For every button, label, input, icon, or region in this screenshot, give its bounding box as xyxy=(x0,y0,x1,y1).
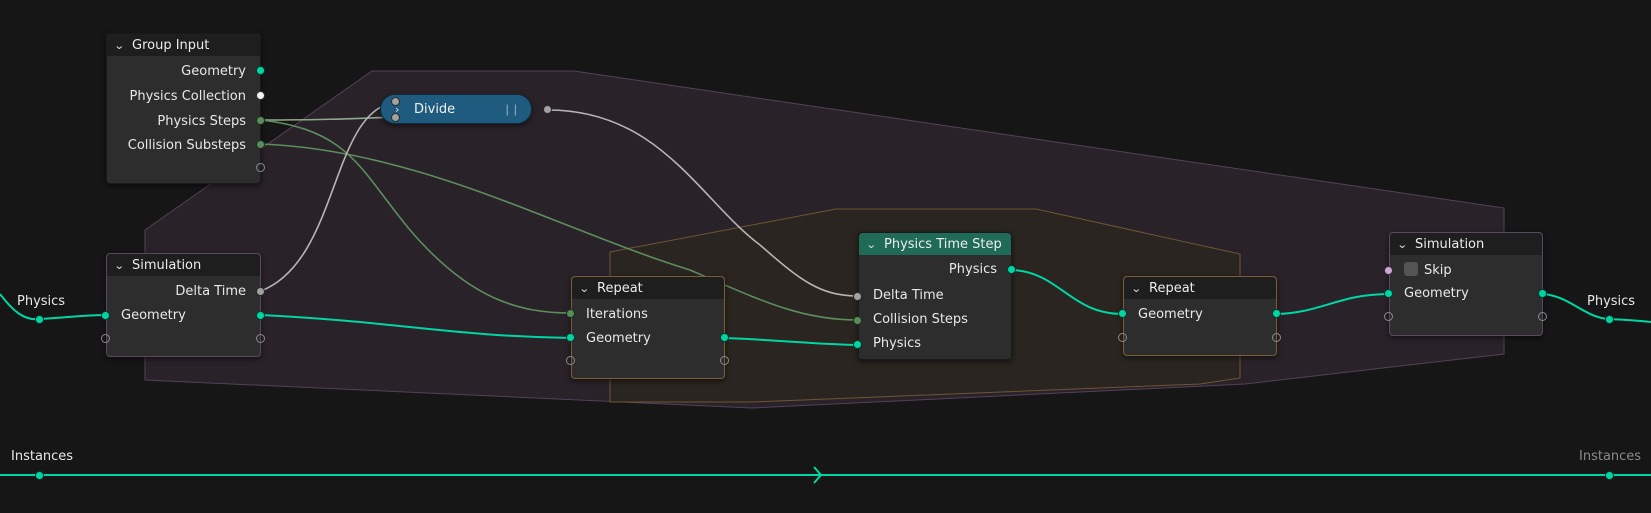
physics-output-label: Physics xyxy=(948,262,997,277)
pts-physics-input-socket[interactable] xyxy=(853,340,862,349)
link-geometry-repeat-sim xyxy=(1276,293,1390,315)
repeat-in-extend-input-socket[interactable] xyxy=(566,356,575,365)
physics-time-step-header[interactable]: ⌄ Physics Time Step xyxy=(859,233,1011,255)
group-input-collection-socket[interactable] xyxy=(256,91,265,100)
repeat-input-node[interactable]: ⌄ Repeat Iterations Geometry xyxy=(571,276,725,379)
chevron-down-icon[interactable]: ⌄ xyxy=(1130,281,1142,295)
physics-input-label: Physics xyxy=(873,336,922,351)
reroute-instances-right-label: Instances xyxy=(1579,449,1642,464)
repeat-input-title: Repeat xyxy=(597,280,643,296)
sim-out-extend-input-socket[interactable] xyxy=(1384,312,1393,321)
output-physics-steps-label: Physics Steps xyxy=(157,114,246,129)
simulation-output-header[interactable]: ⌄ Simulation xyxy=(1390,233,1542,255)
sim-out-extend-output-socket[interactable] xyxy=(1538,312,1547,321)
chevron-down-icon[interactable]: ⌄ xyxy=(1396,237,1408,251)
repeat-out-extend-output-socket[interactable] xyxy=(1272,333,1281,342)
repeat-input-header[interactable]: ⌄ Repeat xyxy=(572,277,724,299)
repeat-out-geometry-input-socket[interactable] xyxy=(1118,309,1127,318)
pts-physics-output-socket[interactable] xyxy=(1007,265,1016,274)
reroute-instances-right[interactable] xyxy=(1605,471,1614,480)
sim-in-geometry-input-socket[interactable] xyxy=(101,311,110,320)
sim-in-extend-input-socket[interactable] xyxy=(101,334,110,343)
repeat-in-extend-output-socket[interactable] xyxy=(720,356,729,365)
output-geometry-label: Geometry xyxy=(181,64,246,79)
simulation-input-header[interactable]: ⌄ Simulation xyxy=(107,254,260,276)
output-physics-collection-label: Physics Collection xyxy=(129,89,246,104)
grip-icon: ❘❘ xyxy=(502,103,520,116)
link-steps-iterations xyxy=(260,119,572,314)
reroute-instances-left-label: Instances xyxy=(11,449,74,464)
reroute-instances-left[interactable] xyxy=(35,471,44,480)
output-collision-substeps-label: Collision Substeps xyxy=(127,138,246,153)
reroute-physics-right[interactable] xyxy=(1605,315,1614,324)
simulation-output-title: Simulation xyxy=(1415,236,1485,252)
divide-output-socket[interactable] xyxy=(543,105,552,114)
divide-input-b-socket[interactable] xyxy=(391,113,400,122)
sim-out-geometry-output-socket[interactable] xyxy=(1538,289,1547,298)
link-physics-phys-repeat xyxy=(1011,269,1124,315)
group-input-title: Group Input xyxy=(132,37,210,53)
chevron-down-icon[interactable]: ⌄ xyxy=(113,38,125,52)
chevron-down-icon[interactable]: ⌄ xyxy=(865,237,877,251)
repeat-out-extend-input-socket[interactable] xyxy=(1118,333,1127,342)
link-geometry-repeat-phys xyxy=(724,337,859,346)
group-input-extend-socket[interactable] xyxy=(256,163,265,172)
link-substeps-collision xyxy=(260,143,859,321)
pts-delta-time-socket[interactable] xyxy=(853,292,862,301)
physics-time-step-title: Physics Time Step xyxy=(884,236,1002,252)
repeat-output-node[interactable]: ⌄ Repeat Geometry xyxy=(1123,276,1277,356)
link-geometry-sim-repeat xyxy=(260,314,572,339)
repeat-in-iterations-socket[interactable] xyxy=(566,309,575,318)
repeat-in-geometry-output-socket[interactable] xyxy=(720,333,729,342)
reroute-physics-right-label: Physics xyxy=(1587,294,1636,309)
repeat-output-header[interactable]: ⌄ Repeat xyxy=(1124,277,1276,299)
sim-in-geometry-output-socket[interactable] xyxy=(256,311,265,320)
repeat-in-geometry-input-socket[interactable] xyxy=(566,333,575,342)
link-steps-divide xyxy=(260,116,397,121)
simulation-output-node[interactable]: ⌄ Simulation Skip Geometry xyxy=(1389,232,1543,336)
geometry-label: Geometry xyxy=(121,308,186,323)
geometry-label: Geometry xyxy=(1404,286,1469,301)
group-input-node[interactable]: ⌄ Group Input Geometry Physics Collection… xyxy=(106,33,261,184)
repeat-output-title: Repeat xyxy=(1149,280,1195,296)
collision-steps-label: Collision Steps xyxy=(873,312,968,327)
divide-node[interactable]: › Divide ❘❘ xyxy=(380,94,532,124)
geometry-label: Geometry xyxy=(1138,307,1203,322)
sim-in-extend-output-socket[interactable] xyxy=(256,334,265,343)
skip-row[interactable]: Skip xyxy=(1404,262,1452,278)
chevron-down-icon[interactable]: ⌄ xyxy=(578,281,590,295)
simulation-input-title: Simulation xyxy=(132,257,202,273)
group-input-geometry-socket[interactable] xyxy=(256,66,265,75)
group-input-substeps-socket[interactable] xyxy=(256,140,265,149)
sim-in-delta-time-socket[interactable] xyxy=(256,287,265,296)
skip-label: Skip xyxy=(1424,263,1452,278)
chevron-right-icon[interactable]: › xyxy=(395,102,400,116)
physics-time-step-node[interactable]: ⌄ Physics Time Step Physics Delta Time Co… xyxy=(858,232,1012,360)
instances-direction-arrow xyxy=(813,466,823,484)
sim-out-skip-socket[interactable] xyxy=(1384,266,1393,275)
reroute-physics-left[interactable] xyxy=(35,315,44,324)
sim-out-geometry-input-socket[interactable] xyxy=(1384,289,1393,298)
iterations-label: Iterations xyxy=(586,307,648,322)
chevron-down-icon[interactable]: ⌄ xyxy=(113,258,125,272)
divide-input-a-socket[interactable] xyxy=(391,97,400,106)
reroute-physics-left-label: Physics xyxy=(17,294,66,309)
divide-title: Divide xyxy=(414,101,456,117)
geometry-label: Geometry xyxy=(586,331,651,346)
simulation-input-node[interactable]: ⌄ Simulation Delta Time Geometry xyxy=(106,253,261,357)
group-input-steps-socket[interactable] xyxy=(256,116,265,125)
delta-time-label: Delta Time xyxy=(873,288,944,303)
skip-checkbox[interactable] xyxy=(1404,262,1418,276)
repeat-out-geometry-output-socket[interactable] xyxy=(1272,309,1281,318)
delta-time-label: Delta Time xyxy=(175,284,246,299)
link-divide-deltatime xyxy=(547,109,859,297)
pts-collision-steps-socket[interactable] xyxy=(853,316,862,325)
group-input-header[interactable]: ⌄ Group Input xyxy=(107,34,260,56)
link-delta-divide xyxy=(260,101,397,292)
